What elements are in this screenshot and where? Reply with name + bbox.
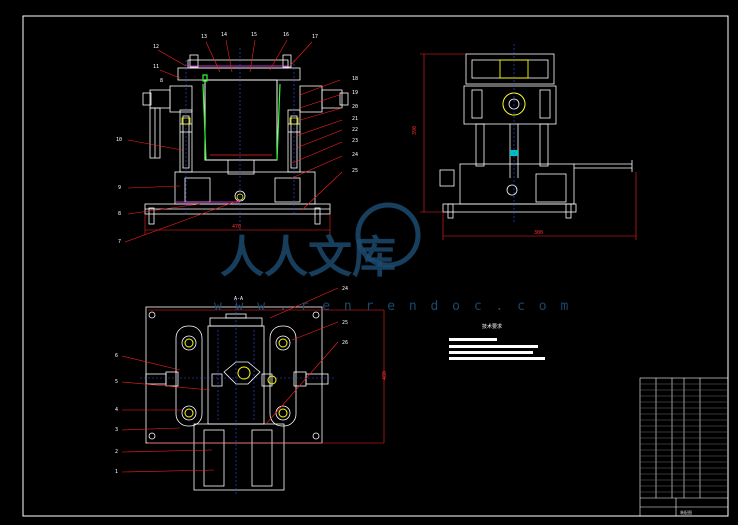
plan-view-yellow (184, 338, 288, 418)
front-view-yellow (181, 117, 299, 201)
balloon-21: 21 (352, 116, 358, 122)
plan-view-blue (140, 300, 334, 494)
balloon-9: 9 (118, 185, 121, 191)
balloon-15: 15 (251, 32, 257, 38)
front-view-dimension (144, 214, 331, 235)
balloon-17: 17 (312, 34, 318, 40)
front-view-green (202, 74, 281, 161)
notes-title: 技术要求 (482, 323, 502, 330)
technical-notes: 技术要求 (449, 323, 545, 360)
note-line-3 (449, 351, 533, 354)
note-line-2 (449, 345, 538, 348)
side-height-dim: 390 (412, 126, 418, 135)
front-top-balloons: 13 14 15 16 17 (201, 32, 318, 40)
balloon-14: 14 (221, 32, 227, 38)
balloon-25: 25 (352, 168, 358, 174)
side-view-dimensions (420, 53, 637, 240)
balloon-23: 23 (352, 138, 358, 144)
watermark-logo-icon (355, 202, 421, 268)
front-width-dim: 470 (232, 224, 241, 230)
balloon-4: 4 (115, 407, 118, 413)
balloon-26p: 26 (342, 340, 348, 346)
front-left-balloons: 12 11 8 10 9 8 7 (116, 44, 163, 245)
title-block-name: 装配图 (680, 509, 692, 515)
balloon-22: 22 (352, 127, 358, 133)
balloon-11: 11 (153, 64, 159, 70)
front-right-balloons: 18 19 20 21 22 23 24 25 (352, 76, 358, 174)
balloon-18: 18 (352, 76, 358, 82)
front-view-blue (185, 48, 295, 230)
balloon-24: 24 (352, 152, 358, 158)
balloon-24p: 24 (342, 286, 348, 292)
plan-right-balloons: 24 25 26 (342, 286, 348, 346)
front-view-magenta (176, 65, 288, 203)
plan-height-dim: 480 (382, 371, 388, 380)
balloon-1: 1 (115, 469, 118, 475)
balloon-20: 20 (352, 104, 358, 110)
front-view-leaders (124, 39, 343, 243)
watermark-chinese: 人人文库 (220, 232, 396, 283)
balloon-6: 6 (115, 353, 118, 359)
watermark-url: w w w . r e n r e n d o c . c o m (214, 299, 571, 314)
drawing-border (22, 15, 729, 517)
plan-view-leaders (121, 287, 385, 473)
balloon-16: 16 (283, 32, 289, 38)
side-view (439, 53, 633, 219)
section-label: A-A (234, 296, 243, 302)
plan-view (145, 306, 329, 491)
side-width-dim: 300 (534, 230, 543, 236)
plan-left-balloons: 6 5 4 3 2 1 (115, 353, 118, 475)
balloon-19: 19 (352, 90, 358, 96)
balloon-5: 5 (115, 379, 118, 385)
balloon-2: 2 (115, 449, 118, 455)
title-block (639, 377, 729, 517)
balloon-13: 13 (201, 34, 207, 40)
note-line-1 (449, 338, 497, 341)
balloon-3: 3 (115, 427, 118, 433)
note-line-4 (449, 357, 545, 360)
balloon-25p: 25 (342, 320, 348, 326)
balloon-8b: 8 (118, 211, 121, 217)
balloon-8a: 8 (160, 78, 163, 84)
title-block-rows (640, 383, 728, 493)
watermark: 人人文库 w w w . r e n r e n d o c . c o m (214, 202, 571, 314)
balloon-12: 12 (153, 44, 159, 50)
balloon-7: 7 (118, 239, 121, 245)
balloon-10: 10 (116, 137, 122, 143)
